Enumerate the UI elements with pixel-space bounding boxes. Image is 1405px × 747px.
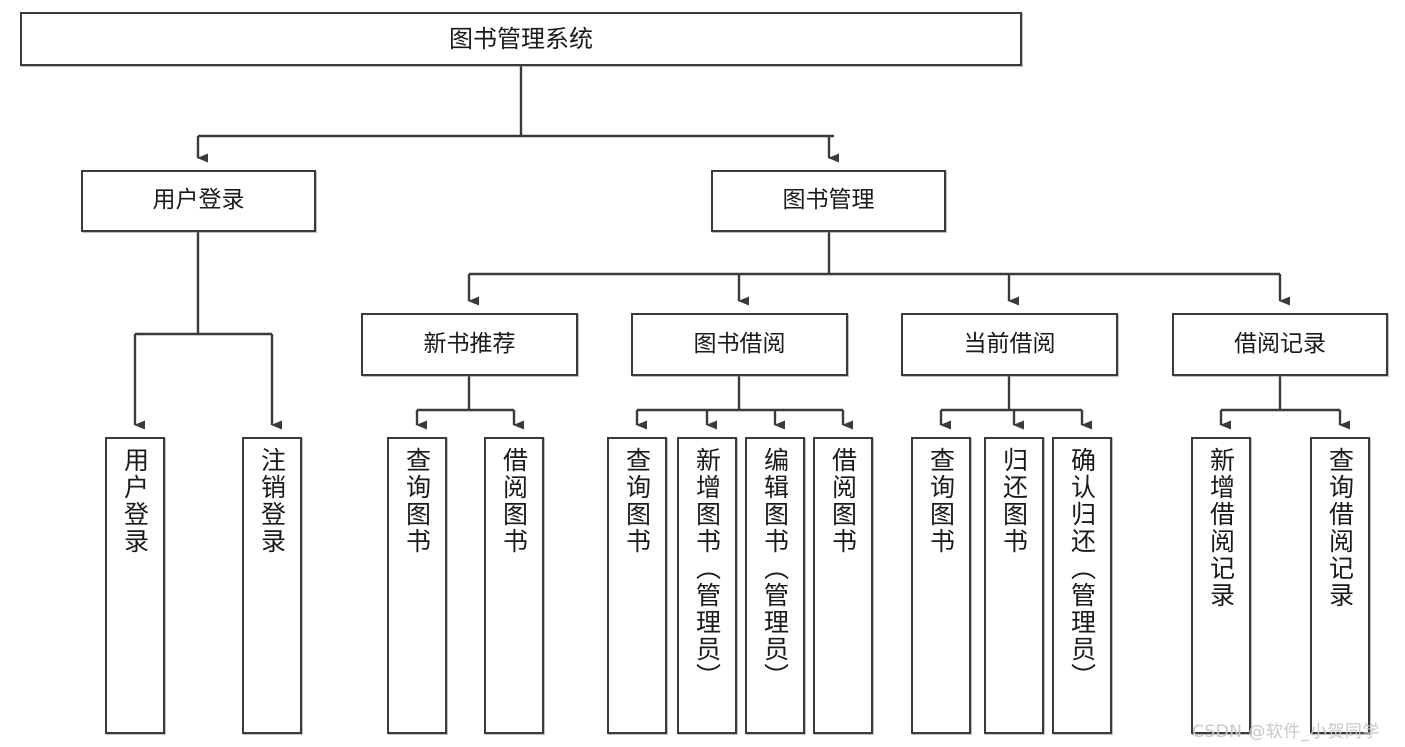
leaf-edit-book-label: 编辑图书（管理员） (760, 447, 790, 690)
node-user-login[interactable]: 用户登录 (81, 170, 316, 232)
leaf-borrow-book-2[interactable]: 借阅图书 (813, 437, 873, 734)
leaf-user-login[interactable]: 用户登录 (105, 437, 165, 734)
leaf-add-book-label: 新增图书（管理员） (692, 447, 722, 690)
leaf-confirm-return-label: 确认归还（管理员） (1067, 447, 1097, 690)
leaf-confirm-return[interactable]: 确认归还（管理员） (1052, 437, 1112, 734)
leaf-query-record[interactable]: 查询借阅记录 (1310, 437, 1370, 734)
node-new-book-rec-label: 新书推荐 (423, 330, 516, 357)
node-book-manage-label: 图书管理 (782, 187, 875, 214)
leaf-borrow-book-2-label: 借阅图书 (828, 447, 858, 555)
node-book-manage[interactable]: 图书管理 (711, 170, 946, 232)
leaf-borrow-book-1-label: 借阅图书 (499, 447, 529, 555)
leaf-query-book-1[interactable]: 查询图书 (387, 437, 447, 734)
leaf-query-book-1-label: 查询图书 (402, 447, 432, 555)
node-root[interactable]: 图书管理系统 (20, 12, 1022, 66)
node-book-borrow-label: 图书借阅 (693, 330, 786, 357)
node-borrow-record[interactable]: 借阅记录 (1172, 313, 1388, 376)
leaf-borrow-book-1[interactable]: 借阅图书 (484, 437, 544, 734)
leaf-query-book-3-label: 查询图书 (926, 447, 956, 555)
node-user-login-label: 用户登录 (152, 187, 245, 214)
node-book-borrow[interactable]: 图书借阅 (631, 313, 848, 376)
node-root-label: 图书管理系统 (449, 24, 593, 53)
leaf-query-record-label: 查询借阅记录 (1325, 447, 1355, 609)
csdn-watermark: CSDN @软件_小贺同学 (1192, 722, 1380, 742)
leaf-return-book-label: 归还图书 (999, 447, 1029, 555)
leaf-user-logout[interactable]: 注销登录 (242, 437, 302, 734)
leaf-edit-book[interactable]: 编辑图书（管理员） (745, 437, 805, 734)
node-current-borrow[interactable]: 当前借阅 (901, 313, 1118, 376)
leaf-add-record[interactable]: 新增借阅记录 (1191, 437, 1251, 734)
node-borrow-record-label: 借阅记录 (1234, 330, 1326, 357)
leaf-add-book[interactable]: 新增图书（管理员） (677, 437, 737, 734)
leaf-query-book-2-label: 查询图书 (622, 447, 652, 555)
leaf-return-book[interactable]: 归还图书 (984, 437, 1044, 734)
node-new-book-rec[interactable]: 新书推荐 (361, 313, 578, 376)
node-current-borrow-label: 当前借阅 (963, 330, 1056, 357)
leaf-query-book-3[interactable]: 查询图书 (911, 437, 971, 734)
leaf-user-logout-label: 注销登录 (257, 447, 287, 555)
leaf-query-book-2[interactable]: 查询图书 (607, 437, 667, 734)
leaf-add-record-label: 新增借阅记录 (1206, 447, 1236, 609)
leaf-user-login-label: 用户登录 (120, 447, 150, 555)
